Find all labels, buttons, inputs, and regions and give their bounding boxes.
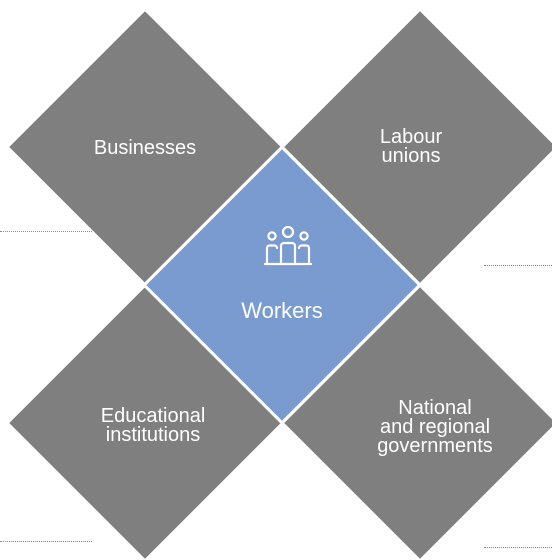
- divider-line: [0, 541, 92, 542]
- label-businesses: Businesses: [93, 137, 197, 159]
- divider-line: [484, 547, 552, 548]
- divider-line: [484, 265, 552, 266]
- people-group-icon: [264, 226, 312, 266]
- divider-line: [0, 231, 92, 232]
- label-workers: Workers: [241, 298, 323, 323]
